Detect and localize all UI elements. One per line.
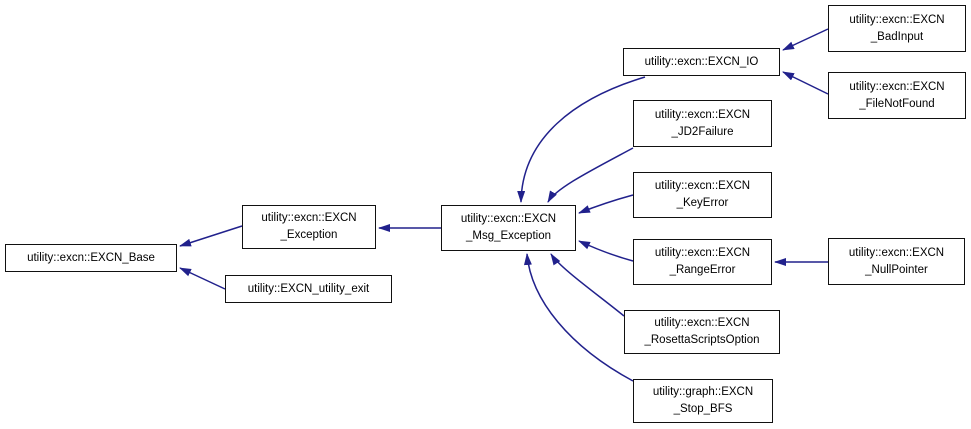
edge-exception-to-base (179, 225, 243, 247)
node-jd2-failure[interactable]: utility::excn::EXCN _JD2Failure (633, 100, 772, 147)
node-key-error[interactable]: utility::excn::EXCN _KeyError (633, 172, 772, 218)
edge-jd2-failure-to-msg-exception (547, 147, 634, 203)
edge-bad-input-to-io (782, 28, 829, 51)
edge-range-error-to-msg-exception (578, 240, 634, 262)
node-utility-exit[interactable]: utility::EXCN_utility_exit (225, 275, 392, 303)
edge-io-to-msg-exception (517, 76, 646, 203)
node-rosetta-scripts-option[interactable]: utility::excn::EXCN _RosettaScriptsOptio… (624, 310, 780, 354)
node-bad-input[interactable]: utility::excn::EXCN _BadInput (828, 5, 966, 52)
node-excn-io[interactable]: utility::excn::EXCN_IO (623, 48, 780, 76)
node-msg-exception[interactable]: utility::excn::EXCN _Msg_Exception (441, 205, 576, 251)
node-excn-base[interactable]: utility::excn::EXCN_Base (5, 244, 177, 272)
edge-rosetta-scripts-option-to-msg-exception (550, 253, 625, 317)
node-stop-bfs[interactable]: utility::graph::EXCN _Stop_BFS (633, 379, 773, 423)
edge-utility-exit-to-base (179, 267, 226, 290)
node-file-not-found[interactable]: utility::excn::EXCN _FileNotFound (828, 72, 966, 119)
node-range-error[interactable]: utility::excn::EXCN _RangeError (633, 239, 772, 285)
edge-file-not-found-to-io (782, 71, 829, 95)
node-excn-exception[interactable]: utility::excn::EXCN _Exception (242, 205, 376, 249)
edge-key-error-to-msg-exception (578, 194, 634, 214)
node-null-pointer[interactable]: utility::excn::EXCN _NullPointer (828, 238, 965, 285)
edge-stop-bfs-to-msg-exception (523, 253, 634, 382)
